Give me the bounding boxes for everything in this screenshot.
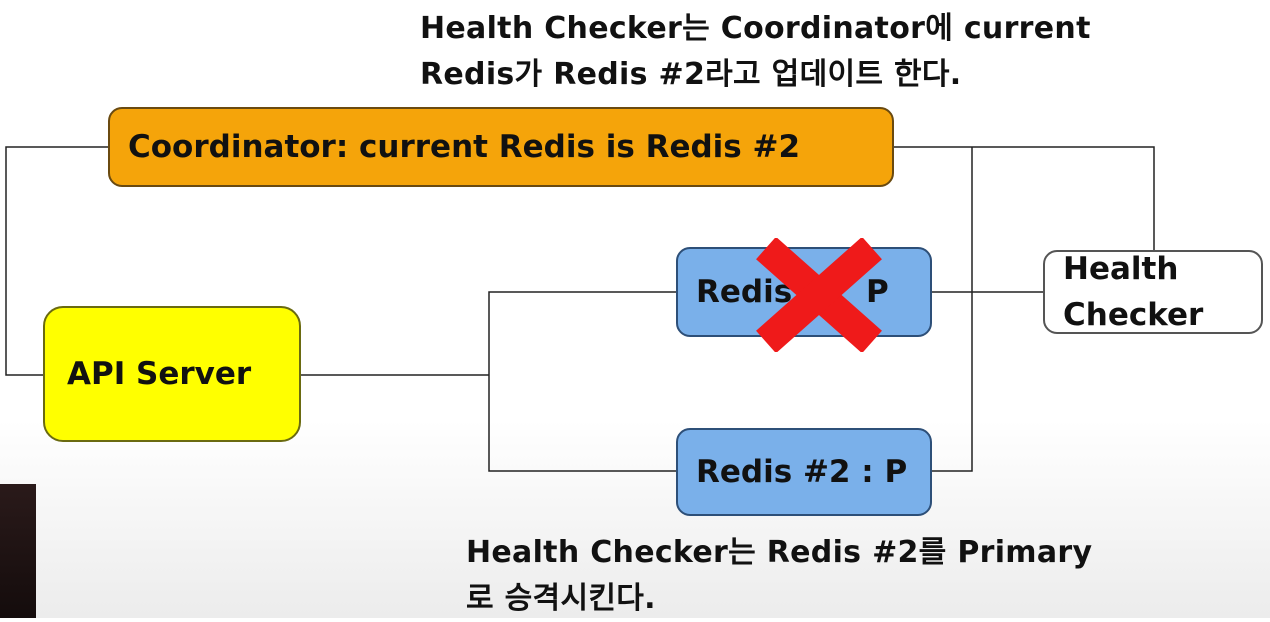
connector-coordinator-api (5, 146, 108, 376)
red-x-failure-icon (756, 238, 882, 352)
connector-branch-redis2 (488, 375, 676, 472)
health-checker-line-1: Health (1063, 251, 1179, 287)
coordinator-box: Coordinator: current Redis is Redis #2 (108, 107, 894, 187)
caption-bottom-line-2: 로 승격시킨다. (466, 581, 656, 616)
connector-coordinator-health (894, 146, 1155, 250)
connector-bus (932, 147, 973, 472)
caption-top: Health Checker는 Coordinator에 current Red… (420, 6, 1091, 98)
coordinator-label: Coordinator: current Redis is Redis #2 (128, 129, 801, 165)
connector-branch-redis1 (488, 291, 676, 375)
caption-bottom: Health Checker는 Redis #2를 Primary 로 승격시킨… (466, 530, 1092, 622)
redis-1-role: P (866, 274, 889, 310)
health-checker-line-2: Checker (1063, 297, 1204, 333)
caption-top-line-2: Redis가 Redis #2라고 업데이트 한다. (420, 57, 962, 92)
redis-1-label: Redis (696, 274, 793, 310)
api-server-box: API Server (43, 306, 301, 442)
caption-top-line-1: Health Checker는 Coordinator에 current (420, 11, 1091, 46)
video-thumbnail-edge (0, 484, 36, 618)
api-server-label: API Server (67, 356, 252, 392)
redis-2-label: Redis #2 : P (696, 454, 908, 490)
health-checker-box: Health Checker (1043, 250, 1263, 334)
caption-bottom-line-1: Health Checker는 Redis #2를 Primary (466, 535, 1093, 570)
redis-2-box: Redis #2 : P (676, 428, 932, 516)
